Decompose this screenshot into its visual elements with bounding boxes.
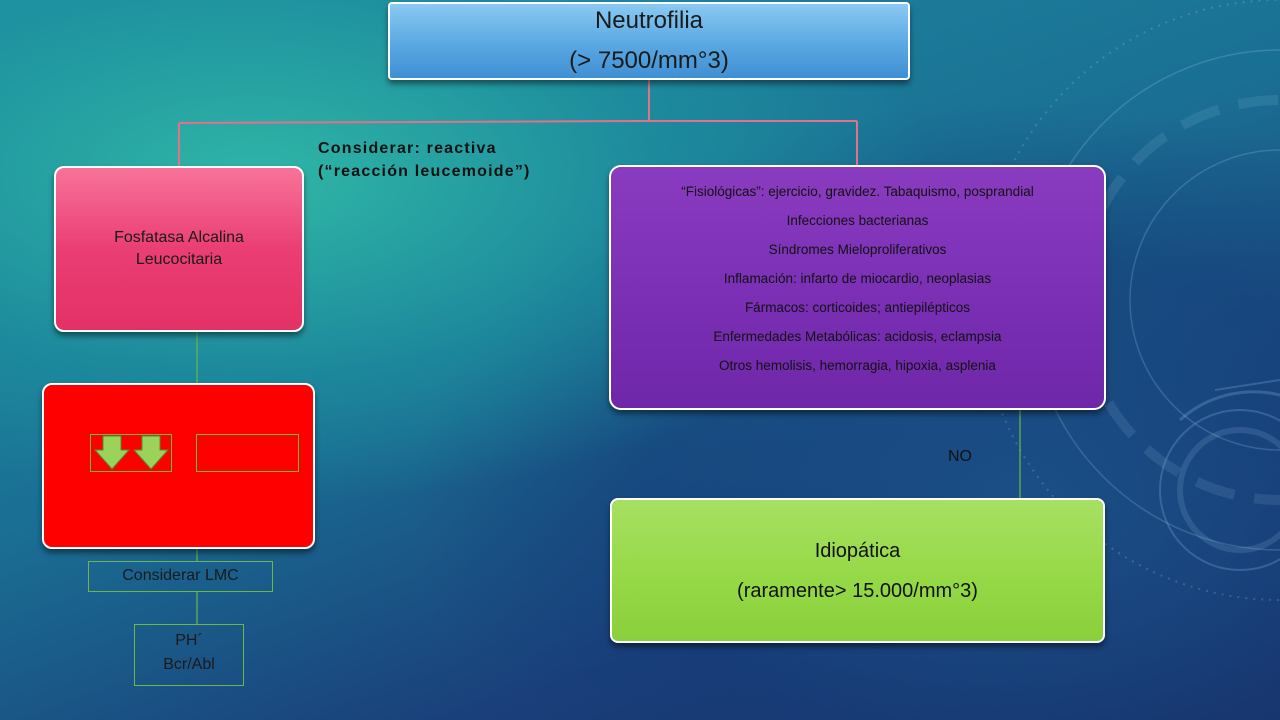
empty-label-frame [196,434,299,472]
consider-lmc-label: Considerar LMC [88,561,273,592]
idiopathic-line1: Idiopática [814,539,901,562]
cause-item: Enfermedades Metabólicas: acidosis, ecla… [713,329,1002,344]
cause-item: “Fisiológicas”: ejercicio, gravidez. Tab… [681,184,1034,199]
ph-label: PH´ [175,632,203,649]
cause-item: Fármacos: corticoides; antiepilépticos [744,300,971,315]
reactive-note-line2: (“reacción leucemoide”) [318,163,531,180]
title-line2: (> 7500/mm°3) [569,47,729,74]
cause-item: Síndromes Mieloproliferativos [768,242,947,257]
cause-item: Otros hemolisis, hemorragia, hipoxia, as… [719,358,996,373]
ph-bcr-abl-label: PH´ Bcr/Abl [134,624,244,686]
reactive-note-line1: Considerar: reactiva [318,140,497,157]
idiopathic-line2: (raramente> 15.000/mm°3) [737,579,978,602]
idiopathic-box: Idiopática (raramente> 15.000/mm°3) [610,498,1105,643]
falc-label: Fosfatasa Alcalina Leucocitaria [114,229,244,268]
title-line1: Neutrofilia [594,7,704,34]
cause-item: Infecciones bacterianas [786,213,929,228]
reactive-note: Considerar: reactiva (“reacción leucemoi… [318,137,598,183]
bcr-abl-label: Bcr/Abl [163,656,215,673]
double-down-arrow-icon [90,434,172,472]
low-falc-box [42,383,315,549]
falc-box: Fosfatasa Alcalina Leucocitaria [54,166,304,332]
cause-item: Inflamación: infarto de miocardio, neopl… [723,271,992,286]
causes-box: “Fisiológicas”: ejercicio, gravidez. Tab… [609,165,1106,410]
neutrofilia-title-box: Neutrofilia (> 7500/mm°3) [388,2,910,80]
no-label: NO [948,448,972,465]
